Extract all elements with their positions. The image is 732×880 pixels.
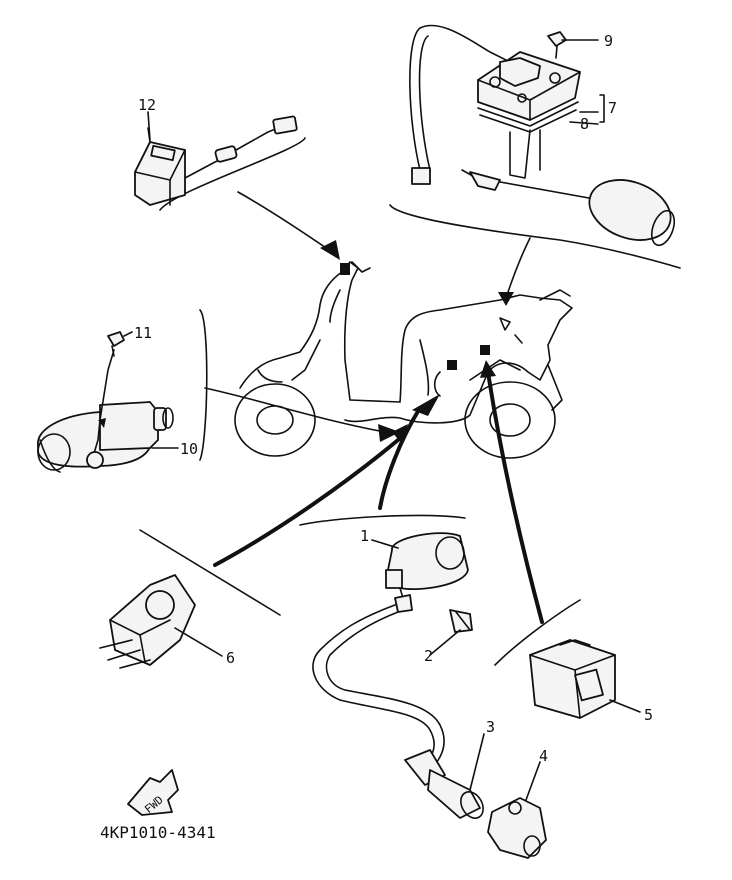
callout-7: 7 <box>608 99 617 117</box>
part-12-relay-group <box>134 115 306 211</box>
part-6-diode-group <box>99 529 281 669</box>
callout-8: 8 <box>580 115 589 133</box>
callout-3: 3 <box>486 718 495 736</box>
callout-1: 1 <box>360 527 369 545</box>
callout-11: 11 <box>134 324 152 342</box>
front-direction-marker: FWD <box>127 769 179 816</box>
scooter-outline <box>234 261 573 459</box>
drawing-code: 4KP1010-4341 <box>100 823 216 842</box>
callout-10: 10 <box>180 440 198 458</box>
part-5-unit-group <box>494 599 616 719</box>
part-1-4-ignition-coil-group <box>299 514 547 859</box>
callout-12: 12 <box>138 96 156 114</box>
callout-9: 9 <box>604 32 613 50</box>
connection-arrows <box>204 191 544 624</box>
callout-4: 4 <box>539 747 548 765</box>
callout-5: 5 <box>644 706 653 724</box>
callout-6: 6 <box>226 649 235 667</box>
callout-2: 2 <box>424 647 433 665</box>
callout-leaders <box>123 39 641 801</box>
callout-labels: 1 2 3 4 5 6 7 8 9 10 11 12 <box>134 32 653 765</box>
part-7-8-9-sender-group <box>389 24 681 269</box>
part-10-11-switch-group <box>37 309 208 473</box>
